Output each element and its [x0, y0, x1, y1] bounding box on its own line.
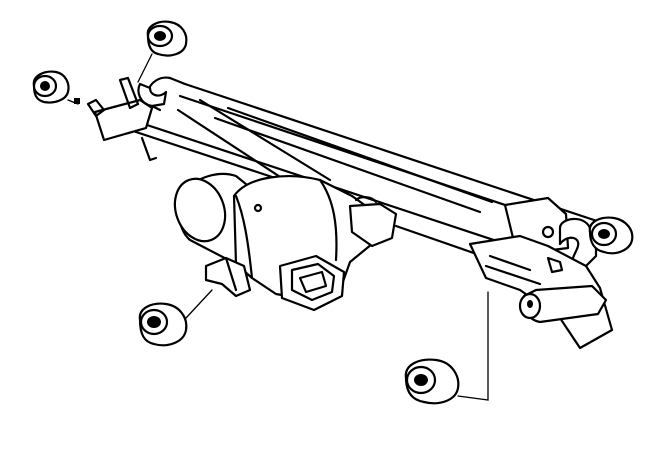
grommet-right [588, 216, 634, 255]
motor-connector [278, 254, 346, 312]
grommet-upper-left [32, 70, 80, 105]
grommet-top [137, 20, 188, 83]
grommet-bottom [404, 291, 489, 405]
wiper-linkage-frame [86, 76, 614, 350]
wiper-motor [173, 172, 398, 302]
grommet-lower-left [138, 289, 213, 347]
